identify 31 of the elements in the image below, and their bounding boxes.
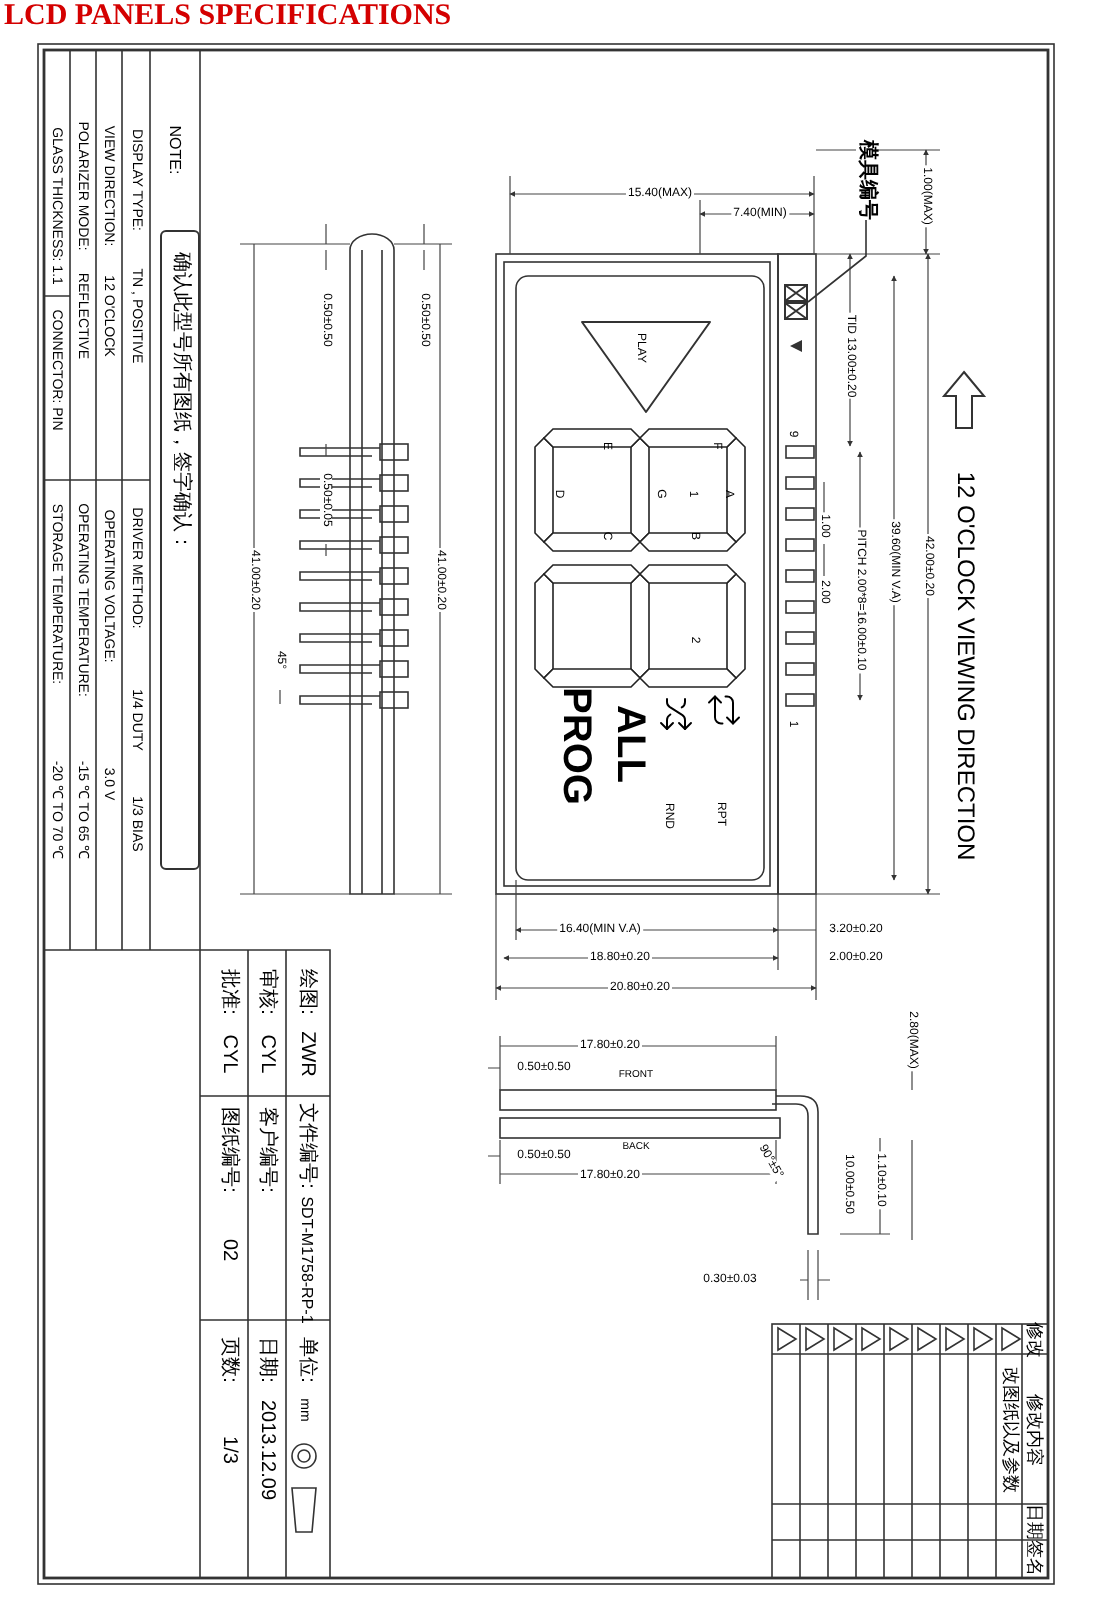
title-block-value: CYL [256, 1032, 276, 1076]
leader-line [807, 219, 867, 303]
title-block-label: 批准: [218, 967, 238, 1017]
table-cell-text: 改图纸以及参数 [1001, 1365, 1019, 1495]
title-block-label: 单位: [296, 1335, 316, 1385]
table-header: 修改 [1025, 1320, 1043, 1360]
title-block-label: 日期: [256, 1335, 276, 1385]
title-block-value: 02 [218, 1236, 238, 1264]
segment-label: PROG [556, 685, 596, 807]
title-block-value: ZWR [296, 1029, 316, 1079]
table-header: 签名 [1025, 1539, 1043, 1578]
title-block-value: CYL [218, 1032, 238, 1076]
note-heading: NOTE: [166, 123, 182, 177]
table-header: 日期 [1025, 1502, 1043, 1540]
table-header: 修改内容 [1025, 1392, 1043, 1468]
title-block-label: 审核: [256, 967, 276, 1017]
title-block-label: 图纸编号: [218, 1105, 238, 1195]
direction-note: 12 O'CLOCK VIEWING DIRECTION [954, 469, 978, 863]
title-block-value: 1/3 [218, 1434, 238, 1466]
page-title: LCD PANELS SPECIFICATIONS [4, 2, 452, 32]
title-block-value: SDT-M1758-RP-1 [298, 1194, 314, 1326]
title-block-label: 页数: [218, 1335, 238, 1385]
segment-label: ALL [610, 703, 650, 785]
signature-note-box [160, 230, 200, 870]
part-label: 模具编号 [856, 140, 876, 220]
title-block-label: 文件编号: [296, 1101, 316, 1191]
title-block-label: 绘图: [296, 967, 316, 1017]
title-block-label: 客户编号: [256, 1105, 276, 1195]
marker-box-icon [784, 284, 808, 320]
title-block-value: 2013.12.09 [256, 1397, 276, 1503]
note-text: 确认此型号所有图纸，签字确认： [170, 252, 190, 552]
